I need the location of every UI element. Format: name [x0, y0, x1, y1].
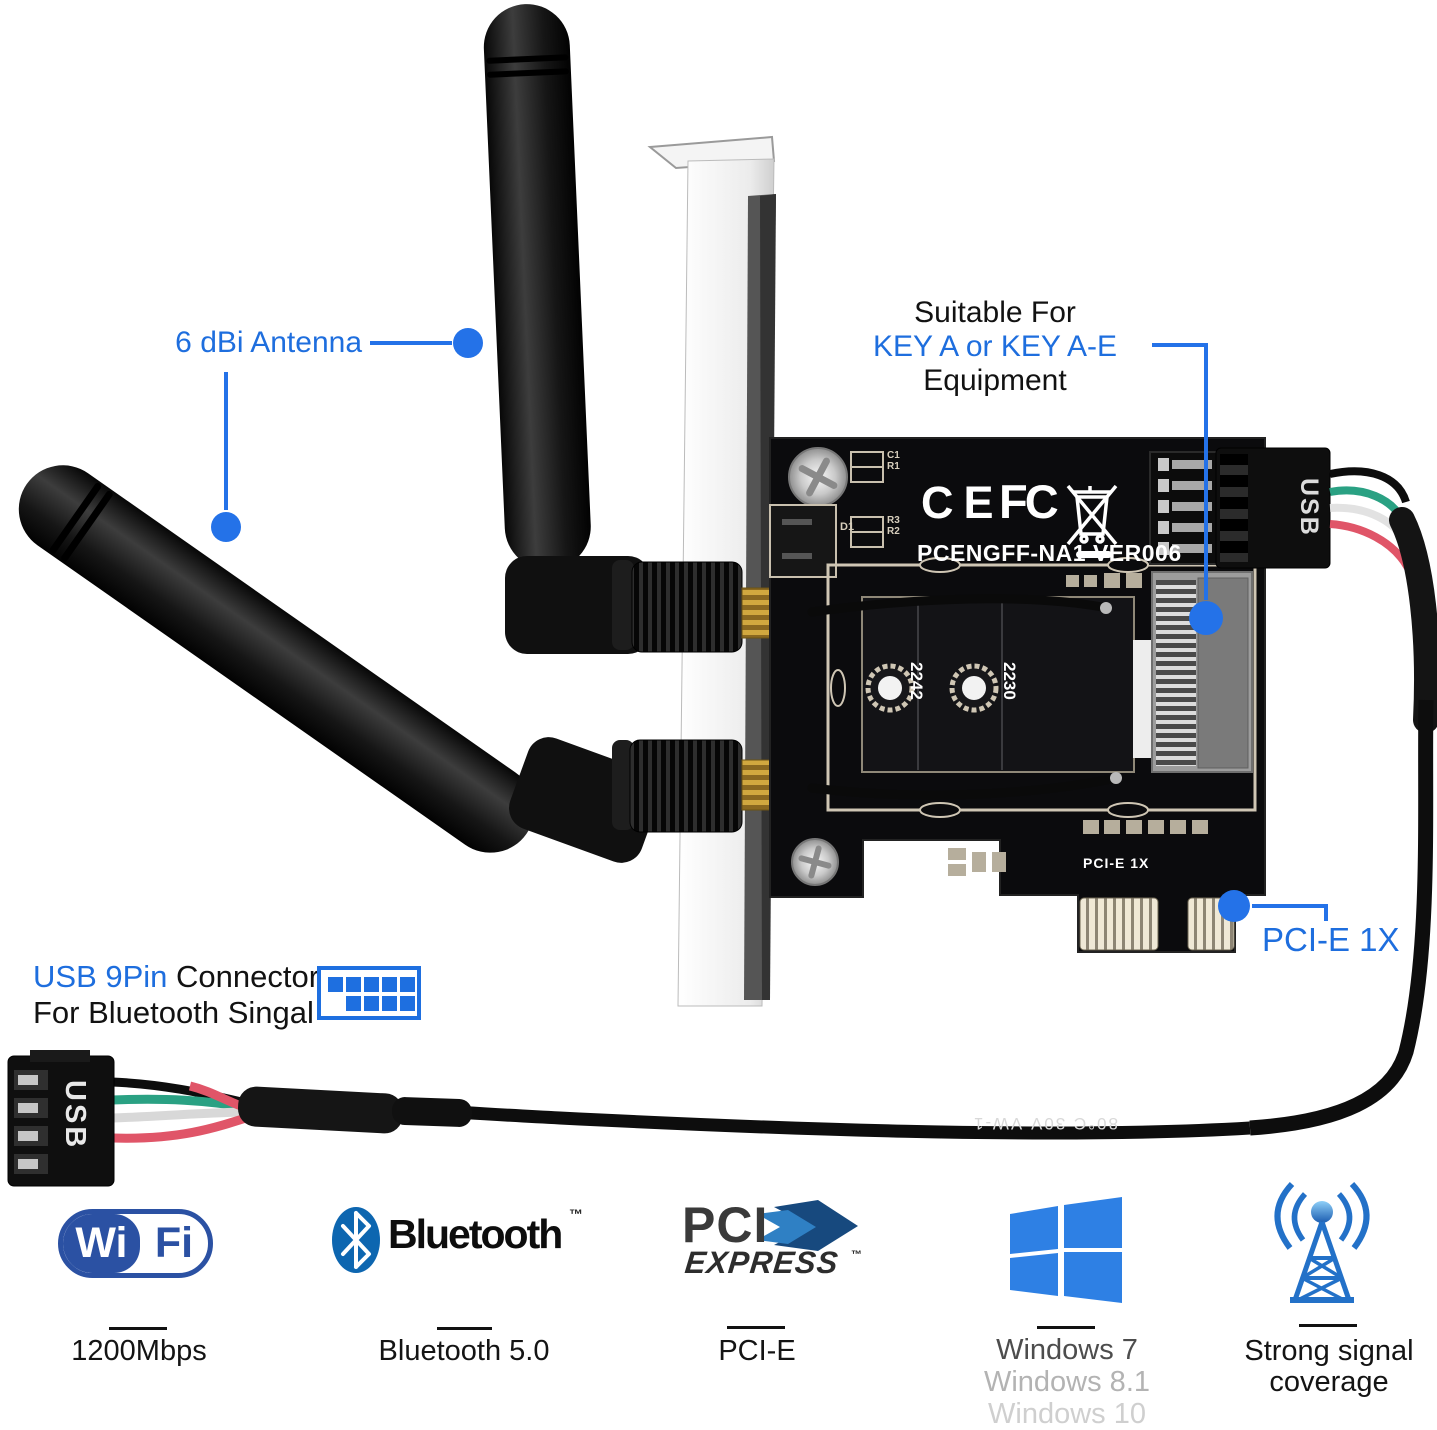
- board-d1-label: D1: [840, 521, 855, 533]
- bluetooth-logo-text: Bluetooth: [388, 1211, 563, 1257]
- pin-square: [400, 996, 415, 1011]
- caption-signal-line1: Strong signal: [1244, 1335, 1414, 1367]
- caption-signal-line2: coverage: [1269, 1366, 1389, 1398]
- pin-square: [346, 996, 361, 1011]
- pci-express-logo-subtext: EXPRESS: [683, 1245, 841, 1280]
- caption-pcie: PCI-E: [718, 1335, 796, 1367]
- pin-square: [382, 996, 397, 1011]
- pci-express-tm: ™: [851, 1249, 862, 1261]
- pin-square: [364, 977, 379, 992]
- wifi-logo-fi-text: Fi: [154, 1219, 194, 1267]
- windows-logo-icon: [1010, 1197, 1122, 1303]
- board-fcc-mark: FC: [999, 475, 1059, 528]
- usb-female-label: USB: [59, 1080, 91, 1151]
- wifi-antenna-vertical: [483, 4, 591, 570]
- smd-components: [948, 573, 1208, 876]
- annotation-pcie: PCI-E 1X: [1262, 921, 1400, 958]
- divider-signal: [1299, 1324, 1357, 1327]
- bluetooth-tm: ™: [569, 1206, 583, 1222]
- wifi-antenna-diagonal: [18, 465, 535, 853]
- wifi-logo-fi: Fi: [140, 1214, 208, 1273]
- pcie-adapter-card: [769, 437, 1266, 953]
- weee-icon: [1066, 484, 1118, 546]
- caption-windows-81: Windows 8.1: [983, 1366, 1150, 1398]
- annotation-usb9pin-rest: Connector: [167, 959, 320, 994]
- caption-windows-10: Windows 10: [988, 1398, 1146, 1430]
- board-c1r1-label: C1 R1: [887, 450, 900, 472]
- annotation-usb9pin: USB 9Pin Connector For Bluetooth Singal: [33, 959, 319, 1031]
- caption-wifi: 1200Mbps: [71, 1335, 207, 1367]
- board-r3r2-label: R3 R2: [887, 515, 900, 537]
- divider-bluetooth: [437, 1327, 492, 1330]
- annotation-m2-key-line1: Suitable For: [914, 296, 1076, 329]
- divider-wifi: [109, 1327, 167, 1330]
- board-pcie-silkscreen: PCI-E 1X: [1083, 855, 1150, 871]
- annotation-usb9pin-line2: For Bluetooth Singal: [33, 995, 314, 1030]
- wifi-logo-wi-text: Wi: [75, 1219, 128, 1267]
- divider-windows: [1037, 1326, 1095, 1329]
- annotation-m2-key-line3: Equipment: [923, 364, 1067, 397]
- usb-9pin-plug: [1215, 447, 1437, 733]
- cable-print: 80°C 30V VW-1: [972, 1114, 1118, 1133]
- pci-express-logo-text: PCI: [682, 1197, 769, 1253]
- caption-windows-7: Windows 7: [996, 1334, 1138, 1366]
- callout-lines: [211, 328, 1328, 922]
- usb-plug-label: USB: [1295, 478, 1323, 537]
- board-slot-2230-label: 2230: [1000, 662, 1019, 700]
- pin-square: [400, 977, 415, 992]
- pin-square: [328, 977, 343, 992]
- usb-9pin-female-connector: [7, 1050, 473, 1187]
- caption-bluetooth: Bluetooth 5.0: [378, 1335, 550, 1367]
- board-c1: C1: [887, 450, 900, 461]
- annotation-m2-key-line2: KEY A or KEY A-E: [872, 330, 1118, 363]
- bluetooth-logo-icon: [332, 1207, 380, 1273]
- board-r3: R3: [887, 515, 900, 526]
- pin-square: [346, 977, 361, 992]
- board-model: PCENGFF-NA1 VER006: [917, 540, 1182, 566]
- board-r1: R1: [887, 461, 900, 472]
- divider-pcie: [727, 1326, 785, 1329]
- annotation-m2-key: Suitable For KEY A or KEY A-E Equipment: [845, 296, 1145, 398]
- pin-square: [364, 996, 379, 1011]
- pci-express-arrow-icon: [757, 1200, 858, 1251]
- usb-cable: [414, 699, 1434, 1140]
- board-r2: R2: [887, 526, 900, 537]
- signal-tower-icon: [1274, 1181, 1370, 1303]
- usb-9pin-icon: [317, 966, 421, 1020]
- board-ce-mark: CE: [921, 477, 1004, 528]
- wifi-logo-wi: Wi: [63, 1214, 140, 1273]
- board-slot-2242-label: 2242: [907, 662, 926, 700]
- annotation-usb9pin-highlight: USB 9Pin: [33, 959, 168, 994]
- pin-square: [382, 977, 397, 992]
- wifi-logo: Wi Fi: [58, 1209, 213, 1278]
- annotation-antenna: 6 dBi Antenna: [175, 326, 362, 359]
